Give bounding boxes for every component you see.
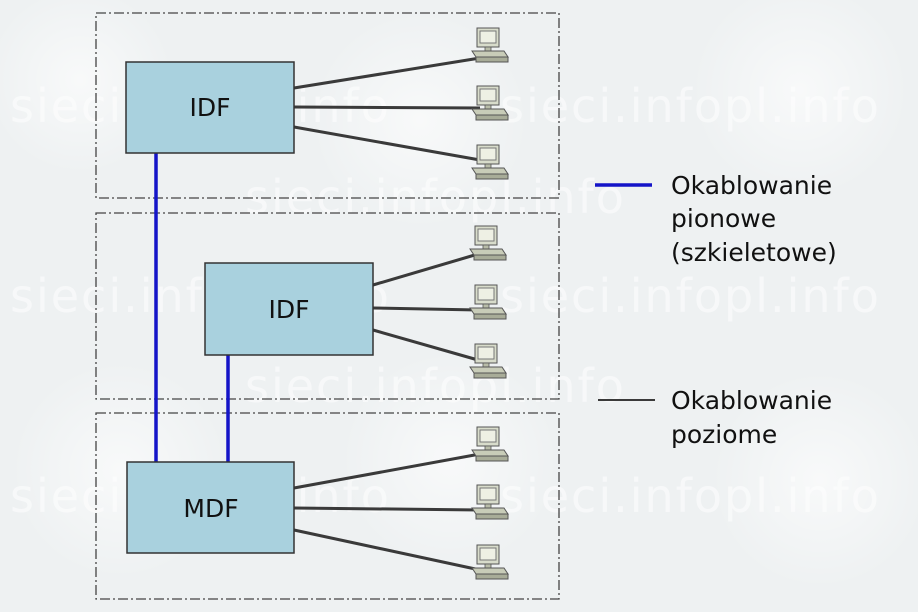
watermark-text: sieci.infopl.info xyxy=(245,170,626,224)
legend-horizontal-line1: Okablowanie xyxy=(671,386,832,415)
watermark-text: sieci.infopl.info xyxy=(500,269,881,323)
watermark-text: sieci.infopl.info xyxy=(500,79,881,133)
horizontal-cable xyxy=(293,56,481,90)
horizontal-cable xyxy=(293,528,481,572)
mdf-label: MDF xyxy=(183,494,238,523)
horizontal-cable xyxy=(372,328,479,362)
horizontal-cable xyxy=(293,452,481,490)
legend-vertical-line3: (szkieletowe) xyxy=(671,238,837,267)
watermark-text: sieci.infopl.info xyxy=(500,469,881,523)
legend-vertical-line2: pionowe xyxy=(671,204,776,233)
horizontal-cable xyxy=(372,306,479,312)
watermark-text: sieci.infopl.info xyxy=(245,359,626,413)
horizontal-cables xyxy=(293,56,481,572)
vertical-backbone-cables xyxy=(154,153,230,462)
computer-icon xyxy=(471,27,509,63)
legend-vertical-line1: Okablowanie xyxy=(671,171,832,200)
idf-middle-box: IDF xyxy=(204,262,374,356)
legend: Okablowanie pionowe (szkieletowe) Okablo… xyxy=(595,171,837,449)
mdf-box: MDF xyxy=(126,461,295,554)
computer-icon xyxy=(469,225,507,261)
idf-middle-label: IDF xyxy=(268,295,309,324)
legend-horizontal-line2: poziome xyxy=(671,420,777,449)
idf-top-label: IDF xyxy=(189,93,230,122)
horizontal-cable xyxy=(293,105,481,110)
idf-top-box: IDF xyxy=(125,61,295,154)
horizontal-cable xyxy=(293,506,481,512)
horizontal-cable xyxy=(372,252,479,287)
horizontal-cable xyxy=(293,125,481,162)
